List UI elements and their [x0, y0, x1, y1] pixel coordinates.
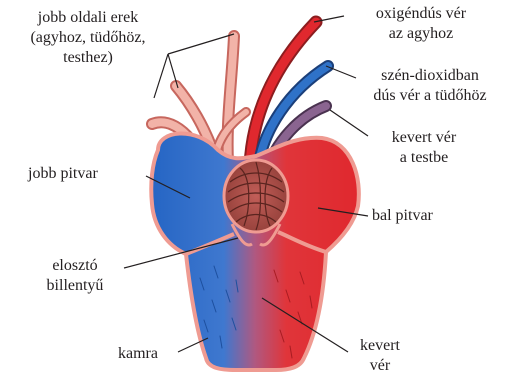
- label-mixed-blood-line2: vér: [348, 356, 412, 376]
- label-mixed-to-body-line2: a testbe: [368, 148, 480, 168]
- label-co2-rich: szén-dioxidban dús vér a tüdőhöz: [354, 66, 506, 106]
- label-right-vessels-line2: (agyhoz, tüdőhöz,: [4, 28, 172, 48]
- label-valve: elosztó billentyű: [30, 256, 120, 296]
- label-ventricle: kamra: [118, 344, 158, 364]
- label-mixed-to-body: kevert vér a testbe: [368, 128, 480, 168]
- label-co2-rich-line1: szén-dioxidban: [354, 66, 506, 86]
- label-right-vessels-line3: testhez): [4, 48, 172, 68]
- label-oxygen-rich-line1: oxigéndús vér: [338, 4, 504, 24]
- label-right-vessels-line1: jobb oldali erek: [4, 8, 172, 28]
- label-right-vessels: jobb oldali erek (agyhoz, tüdőhöz, testh…: [4, 8, 172, 68]
- label-left-atrium: bal pitvar: [372, 206, 433, 226]
- label-oxygen-rich-line2: az agyhoz: [338, 24, 504, 44]
- label-co2-rich-line2: dús vér a tüdőhöz: [354, 86, 506, 106]
- label-oxygen-rich: oxigéndús vér az agyhoz: [338, 4, 504, 44]
- label-mixed-blood-line1: kevert: [348, 336, 412, 356]
- label-mixed-blood: kevert vér: [348, 336, 412, 376]
- label-valve-line2: billentyű: [30, 276, 120, 296]
- label-mixed-to-body-line1: kevert vér: [368, 128, 480, 148]
- label-valve-line1: elosztó: [30, 256, 120, 276]
- label-right-atrium: jobb pitvar: [28, 164, 98, 184]
